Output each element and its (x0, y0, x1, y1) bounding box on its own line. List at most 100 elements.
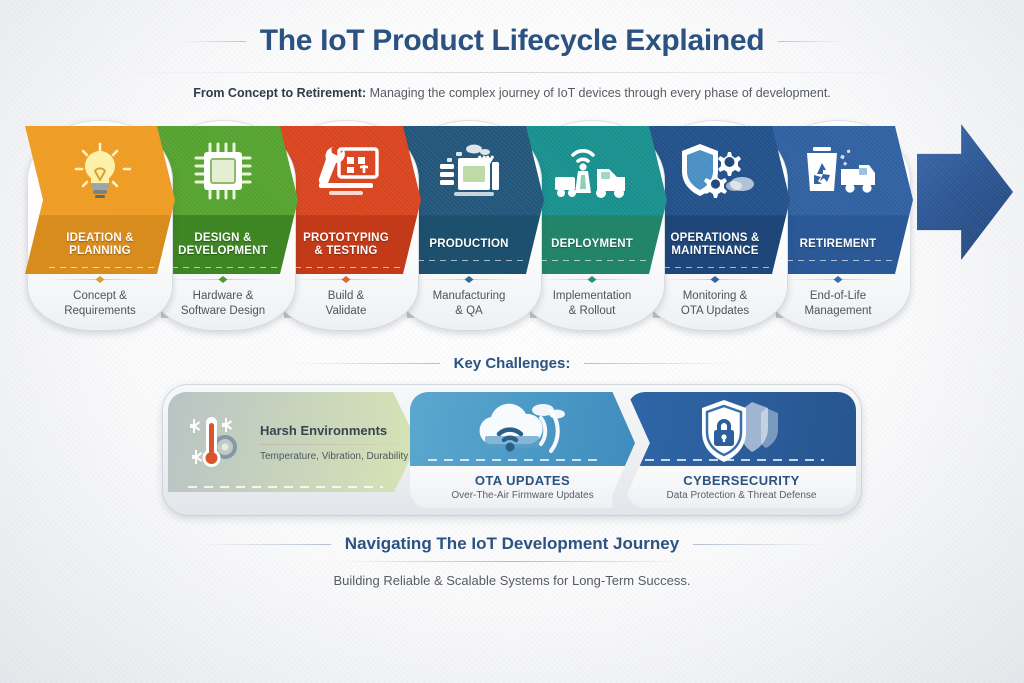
stage-description: Hardware & Software Design (148, 276, 298, 331)
stage-description: End-of-Life Management (763, 276, 913, 331)
subtitle-rest: Managing the complex journey of IoT devi… (366, 86, 831, 100)
stage-desc-text: Hardware & Software Design (148, 289, 298, 318)
stage-icon-area (763, 126, 913, 216)
challenge-card-3-label: CYBERSECURITY Data Protection & Threat D… (627, 466, 856, 508)
challenge-card-ota-updates[interactable]: OTA UPDATES Over-The-Air Firmware Update… (410, 392, 635, 508)
stage-title-line2: DEVELOPMENT (178, 245, 268, 257)
challenge-card-1-rule (260, 443, 418, 445)
lifecycle-stage-1[interactable]: IDEATION &PLANNING Concept & Requirement… (25, 116, 175, 331)
stage-title-line1: RETIREMENT (799, 238, 877, 251)
footer-rule-right (693, 543, 829, 545)
challenge-card-2-name: OTA UPDATES (474, 473, 571, 488)
stage-desc-text: Monitoring & OTA Updates (640, 289, 790, 318)
wrench-screen-icon (311, 141, 381, 201)
stage-desc-line2: Software Design (180, 304, 266, 317)
stage-description: Build & Validate (271, 276, 421, 331)
page-subtitle: From Concept to Retirement: Managing the… (0, 86, 1024, 100)
title-rule-right (778, 40, 845, 42)
stage-description: Manufacturing & QA (394, 276, 544, 331)
stage-title: PRODUCTION (413, 238, 524, 252)
key-challenges-title: Key Challenges: (453, 355, 571, 372)
stage-desc-line1: Monitoring & (682, 290, 748, 302)
stage-desc-text: Manufacturing & QA (394, 289, 544, 318)
challenge-card-2-body (410, 392, 635, 466)
stage-description: Monitoring & OTA Updates (640, 276, 790, 331)
challenge-card-2-label: OTA UPDATES Over-The-Air Firmware Update… (410, 466, 635, 508)
challenge-card-cybersecurity[interactable]: CYBERSECURITY Data Protection & Threat D… (627, 392, 856, 508)
footer-subtitle: Building Reliable & Scalable Systems for… (333, 573, 691, 588)
pipeline-arrow-head-icon (917, 124, 1013, 260)
stage-title-band: PRODUCTION (394, 216, 544, 274)
lifecycle-stage-5[interactable]: DEPLOYMENT Implementation & Rollout (517, 116, 667, 331)
stage-title-line1: PROTOTYPING (303, 231, 389, 244)
stage-diamond-divider (171, 276, 275, 283)
stage-title-line1: DESIGN & (194, 231, 252, 244)
recycle-bin-truck-icon (797, 141, 879, 201)
stage-desc-line1: Concept & (73, 290, 127, 302)
stage-diamond-divider (48, 276, 152, 283)
stage-title: OPERATIONS &MAINTENANCE (654, 232, 775, 259)
stage-title-line1: IDEATION & (66, 231, 134, 244)
stage-title: IDEATION &PLANNING (50, 232, 150, 259)
footer-underline (336, 561, 688, 562)
stage-desc-text: Build & Validate (271, 289, 421, 318)
challenge-card-3-sub: Data Protection & Threat Defense (666, 490, 817, 501)
stage-desc-line1: Implementation (552, 290, 632, 302)
lifecycle-pipeline: IDEATION &PLANNING Concept & Requirement… (17, 116, 1013, 341)
stage-desc-text: End-of-Life Management (763, 289, 913, 318)
stage-title-band: OPERATIONS &MAINTENANCE (640, 216, 790, 274)
challenge-card-harsh-environments[interactable]: Harsh Environments Temperature, Vibratio… (168, 392, 418, 508)
stage-title: PROTOTYPING& TESTING (287, 232, 405, 259)
stage-diamond-divider (417, 276, 521, 283)
stage-desc-line2: & QA (455, 304, 483, 317)
challenge-card-1-sub: Temperature, Vibration, Durability (260, 450, 409, 462)
stage-title: RETIREMENT (784, 238, 893, 252)
challenge-card-1-text: Harsh Environments Temperature, Vibratio… (260, 423, 418, 462)
footer-title: Navigating The IoT Development Journey (344, 534, 680, 553)
challenge-card-3-body (627, 392, 856, 466)
stage-title-line1: OPERATIONS & (670, 231, 760, 244)
stage-desc-line2: & Rollout (568, 304, 616, 317)
lightbulb-icon (69, 140, 131, 202)
lifecycle-stage-7[interactable]: RETIREMENT End-of-Life Management (763, 116, 913, 331)
stage-diamond-divider (294, 276, 398, 283)
stage-description: Implementation & Rollout (517, 276, 667, 331)
key-challenges-group: Harsh Environments Temperature, Vibratio… (162, 384, 862, 516)
stage-title-line1: DEPLOYMENT (551, 238, 633, 251)
stage-desc-text: Concept & Requirements (25, 289, 175, 318)
lifecycle-stage-6[interactable]: OPERATIONS &MAINTENANCE Monitoring & OTA… (640, 116, 790, 331)
stage-diamond-divider (540, 276, 644, 283)
stage-icon-area (517, 126, 667, 216)
truck-antenna-icon (551, 141, 633, 201)
challenge-card-1-name: Harsh Environments (260, 422, 388, 438)
stage-chevron: IDEATION &PLANNING (25, 126, 175, 274)
stage-title: DESIGN &DEVELOPMENT (162, 232, 284, 259)
stage-desc-line1: Hardware & (192, 290, 254, 302)
stage-title-band: DESIGN &DEVELOPMENT (148, 216, 298, 274)
kc-rule-left (289, 363, 440, 364)
lifecycle-stage-3[interactable]: PROTOTYPING& TESTING Build & Validate (271, 116, 421, 331)
shield-lock-icon (627, 396, 856, 462)
stage-title-line2: & TESTING (314, 245, 378, 257)
title-row: The IoT Product Lifecycle Explained (0, 24, 1024, 58)
challenge-card-1-body: Harsh Environments Temperature, Vibratio… (168, 392, 418, 492)
stage-diamond-divider (663, 276, 767, 283)
footer-rule-left (195, 543, 331, 545)
microchip-icon (192, 140, 254, 202)
stage-desc-line2: Requirements (64, 304, 136, 317)
subtitle-lead: From Concept to Retirement: (193, 86, 367, 100)
stage-title-band: RETIREMENT (763, 216, 913, 274)
stage-desc-line2: Management (804, 304, 872, 317)
stage-desc-line1: End-of-Life (809, 290, 867, 302)
key-challenges-header: Key Challenges: (0, 355, 1024, 372)
stage-title-band: DEPLOYMENT (517, 216, 667, 274)
stage-diamond-divider (786, 276, 890, 283)
stage-desc-line1: Build & (327, 290, 365, 302)
page-title: The IoT Product Lifecycle Explained (259, 24, 765, 57)
stage-title-line1: PRODUCTION (429, 238, 509, 251)
stage-icon-area (25, 126, 175, 216)
thermometer-snowflake-icon (168, 411, 254, 473)
challenge-card-2-sub: Over-The-Air Firmware Updates (451, 490, 594, 501)
header-divider (112, 72, 912, 73)
